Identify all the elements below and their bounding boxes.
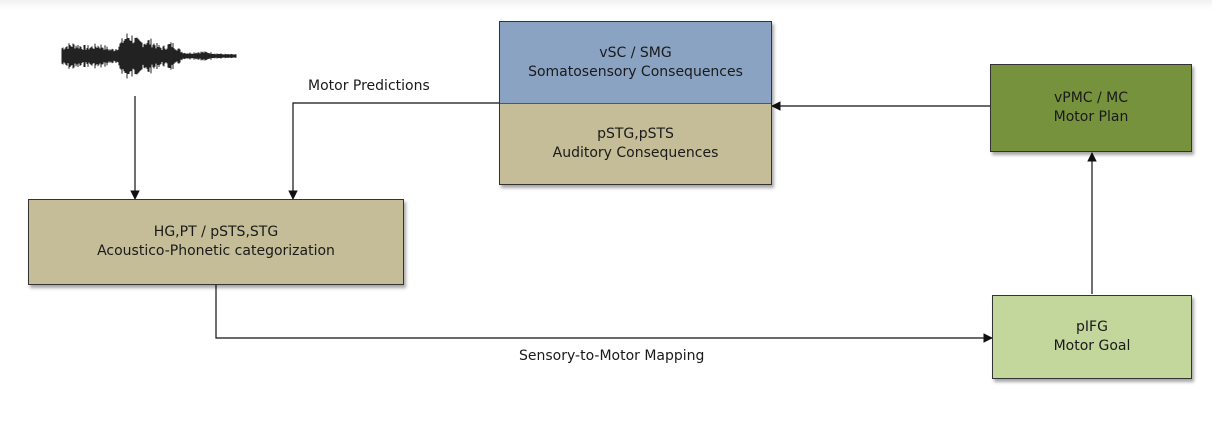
arrow-sensory-to-motor — [215, 285, 993, 343]
node-auditory-function-label: Auditory Consequences — [552, 145, 719, 161]
node-consequences-stack: vSC / SMG Somatosensory Consequences pST… — [499, 21, 772, 185]
node-motor-plan: vPMC / MC Motor Plan — [990, 64, 1192, 152]
node-auditory-consequences: pSTG,pSTS Auditory Consequences — [500, 104, 771, 184]
node-motor-plan-function-label: Motor Plan — [1053, 109, 1129, 125]
node-acoustic-phonetic: HG,PT / pSTS,STG Acoustico-Phonetic cate… — [28, 199, 404, 285]
top-edge-shadow — [0, 0, 1212, 10]
node-acoustic-area-label: HG,PT / pSTS,STG — [153, 224, 279, 241]
node-auditory-area-label: pSTG,pSTS — [597, 126, 674, 143]
node-motor-plan-area-label: vPMC / MC — [1053, 90, 1129, 107]
edge-label-sensory-to-motor: Sensory-to-Motor Mapping — [519, 348, 705, 364]
node-motor-goal: pIFG Motor Goal — [992, 295, 1192, 379]
node-motor-goal-area-label: pIFG — [1076, 319, 1108, 336]
node-somatosensory-area-label: vSC / SMG — [599, 44, 672, 61]
arrow-motor-predictions — [288, 102, 499, 200]
speech-waveform-icon — [61, 33, 237, 79]
node-somatosensory-consequences: vSC / SMG Somatosensory Consequences — [500, 22, 771, 104]
node-motor-goal-function-label: Motor Goal — [1053, 338, 1131, 354]
node-somatosensory-function-label: Somatosensory Consequences — [528, 63, 743, 80]
edge-label-motor-predictions: Motor Predictions — [308, 78, 430, 94]
node-acoustic-function-label: Acoustico-Phonetic categorization — [97, 243, 335, 259]
